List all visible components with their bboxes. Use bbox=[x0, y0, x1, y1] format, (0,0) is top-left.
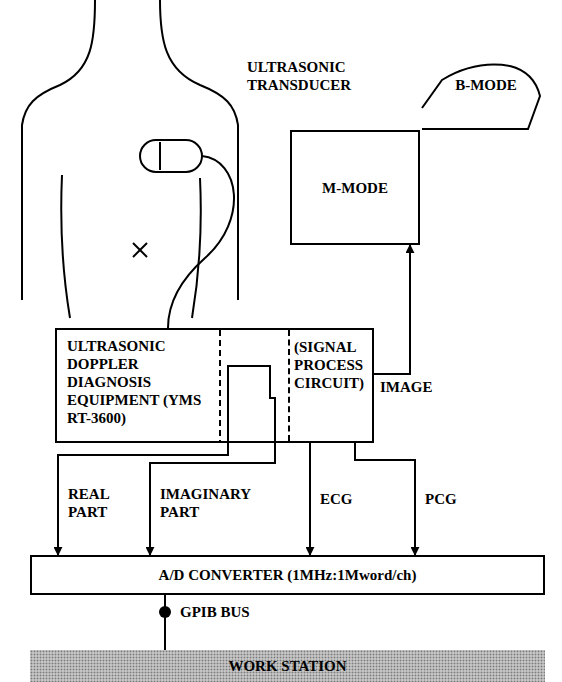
signal-connector bbox=[164, 595, 166, 650]
fan-outline bbox=[422, 65, 540, 129]
b-mode-fan: B-MODE bbox=[420, 60, 542, 130]
equipment-box: ULTRASONIC DOPPLER DIAGNOSIS EQUIPMENT (… bbox=[55, 328, 374, 443]
node-text: WORK STATION bbox=[228, 657, 346, 675]
cross-mark bbox=[133, 243, 147, 257]
node-text: B-MODE bbox=[455, 76, 517, 94]
m-mode-display: M-MODE bbox=[290, 130, 420, 245]
signal-connector bbox=[309, 441, 311, 555]
cross-mark bbox=[133, 243, 147, 257]
ad-converter-box: A/D CONVERTER (1MHz:1Mword/ch) bbox=[30, 555, 545, 595]
signal-bracket bbox=[228, 366, 275, 441]
workstation-band: WORK STATION bbox=[30, 650, 545, 682]
transducer-detail bbox=[159, 142, 161, 170]
ultrasonic-transducer bbox=[140, 140, 202, 172]
signal-label: PCG bbox=[423, 490, 459, 508]
node-text: ULTRASONIC DOPPLER DIAGNOSIS EQUIPMENT (… bbox=[67, 337, 217, 427]
node-text: (SIGNAL PROCESS CIRCUIT) bbox=[294, 338, 372, 392]
signal-label: IMAGINARY PART bbox=[158, 485, 272, 521]
signal-label: REAL PART bbox=[66, 485, 122, 521]
transducer-cable bbox=[168, 156, 234, 328]
dashed-divider bbox=[219, 330, 221, 441]
node-text: A/D CONVERTER (1MHz:1Mword/ch) bbox=[159, 566, 417, 584]
signal-label: IMAGE bbox=[378, 378, 435, 396]
signal-connector bbox=[374, 245, 410, 374]
signal-label: GPIB BUS bbox=[178, 603, 252, 621]
torso-outline bbox=[192, 178, 201, 318]
fan-outline bbox=[420, 60, 542, 130]
torso-outline bbox=[22, 0, 95, 300]
signal-process-region: (SIGNAL PROCESS CIRCUIT) bbox=[288, 330, 374, 441]
node-text: M-MODE bbox=[322, 179, 388, 197]
part-label: ULTRASONIC TRANSDUCER bbox=[245, 58, 371, 94]
signal-label: ECG bbox=[318, 490, 355, 508]
signal-connector bbox=[150, 443, 275, 555]
torso-outline bbox=[61, 175, 70, 318]
signal-connector bbox=[355, 441, 415, 555]
